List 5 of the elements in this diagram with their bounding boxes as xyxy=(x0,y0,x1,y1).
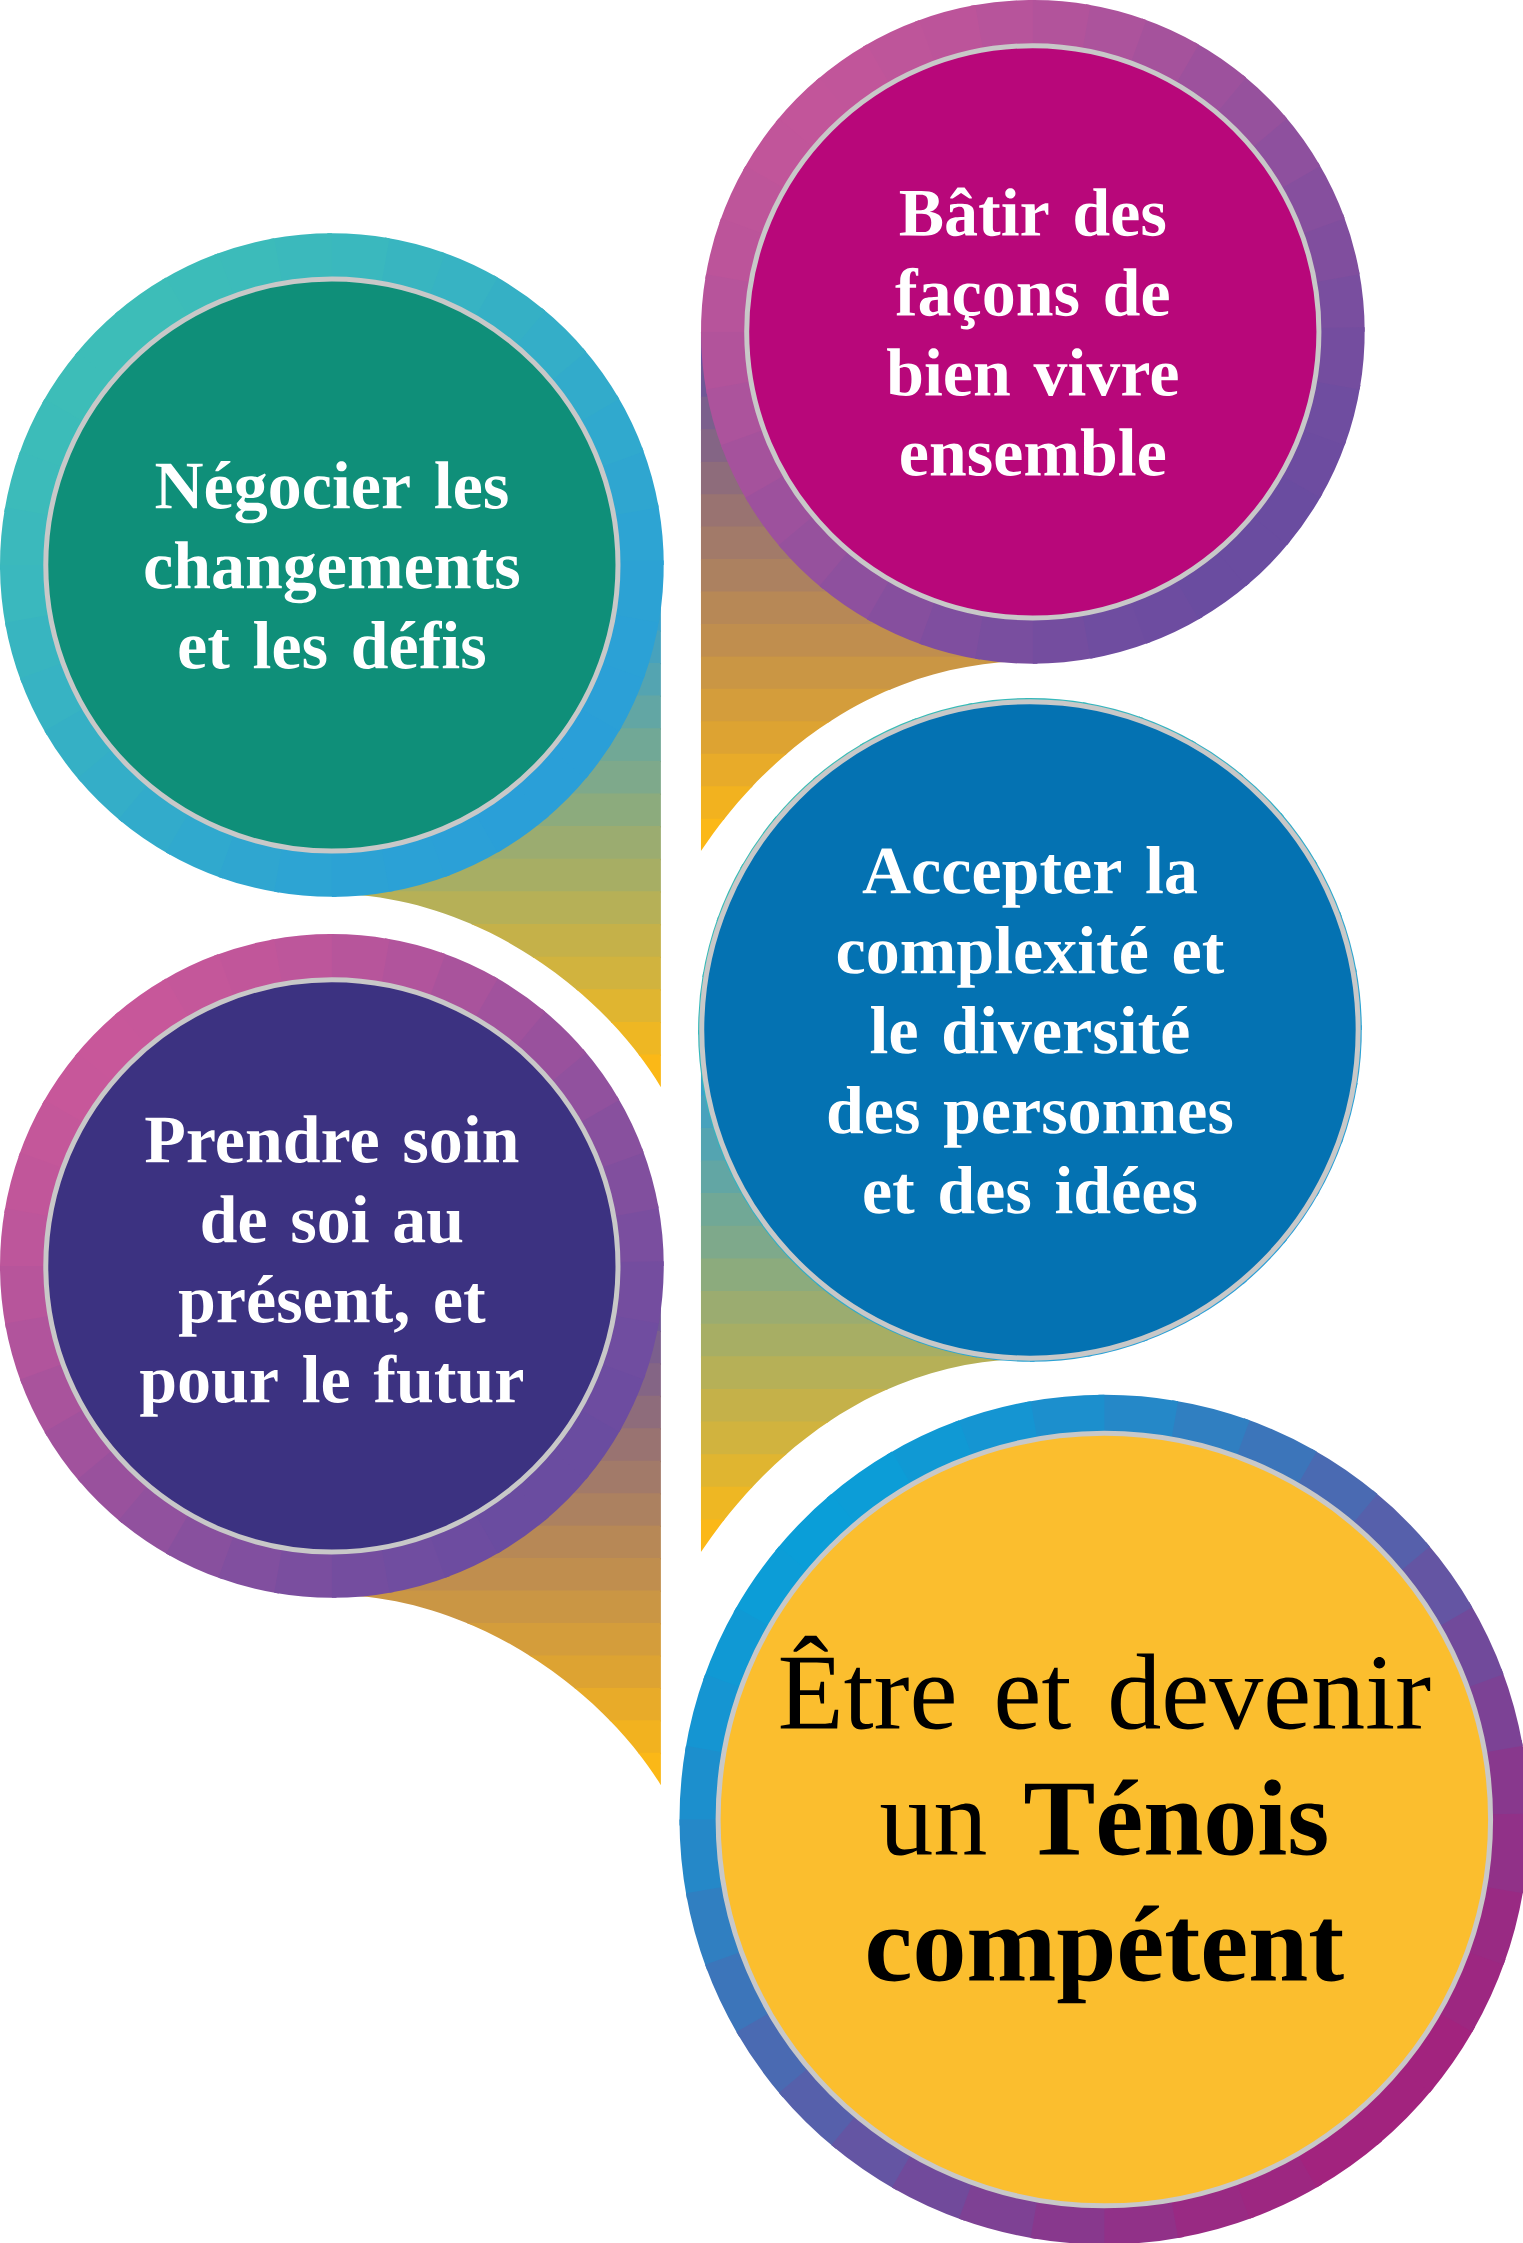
circle-node: Bâtir des façons de bien vivre ensemble xyxy=(744,43,1322,621)
circle-node: Négocier les changements et les défis xyxy=(43,276,621,854)
circle-node: Prendre soin de soi au présent, et pour le futur xyxy=(43,977,621,1555)
circle-node: Accepter la complexité et le diversité des personnes et des idées xyxy=(699,699,1361,1361)
circle-node: Être et devenir un Ténois compétent xyxy=(715,1430,1493,2209)
